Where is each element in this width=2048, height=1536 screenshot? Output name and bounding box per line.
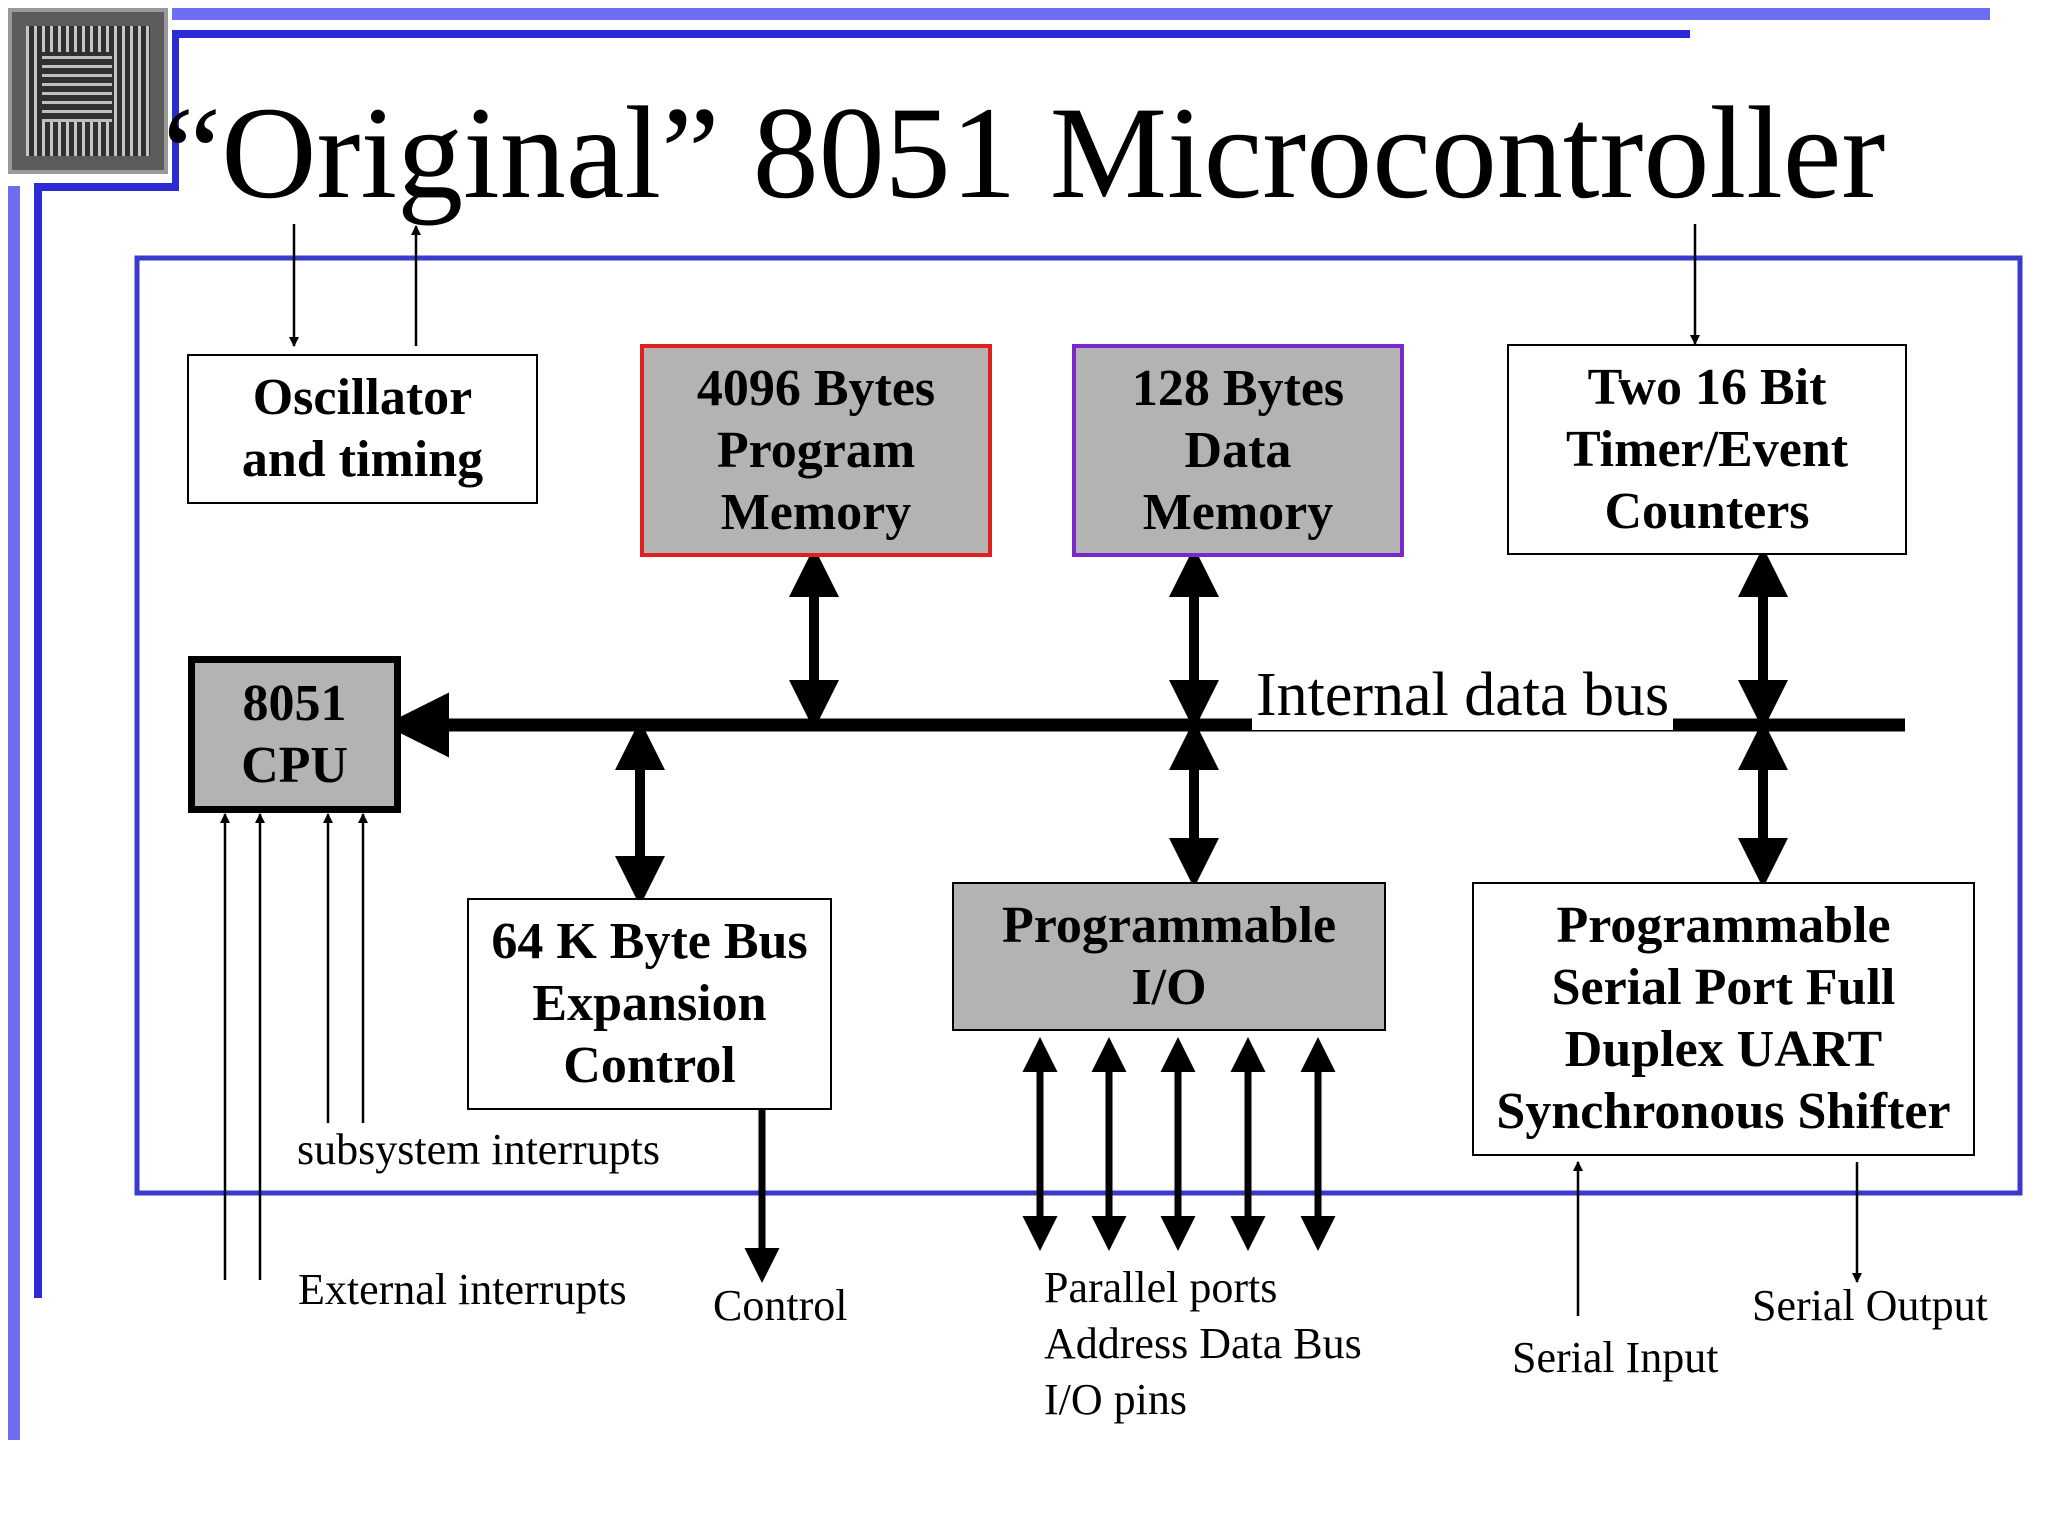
programmable-io-block: Programmable I/O <box>952 882 1386 1031</box>
left-accent-bar-dark <box>34 186 42 1298</box>
title-frame-bottom <box>34 183 179 191</box>
top-accent-bar-light <box>172 8 1990 20</box>
cpu-block: 8051 CPU <box>188 656 401 813</box>
bus-expansion-block: 64 K Byte Bus Expansion Control <box>467 898 832 1110</box>
serial-port-block: Programmable Serial Port Full Duplex UAR… <box>1472 882 1975 1156</box>
parallel-ports-label: Parallel ports Address Data Bus I/O pins <box>1044 1263 1362 1424</box>
external-interrupts-label: External interrupts <box>298 1265 627 1314</box>
title-frame-top <box>172 30 179 190</box>
serial-input-label: Serial Input <box>1512 1333 1719 1382</box>
top-accent-bar-dark <box>172 30 1690 38</box>
oscillator-block: Oscillator and timing <box>187 354 538 504</box>
chip-outline <box>134 255 2023 1196</box>
subsystem-interrupts-label: subsystem interrupts <box>297 1125 660 1174</box>
left-accent-bar-light <box>8 186 20 1440</box>
data-memory-block: 128 Bytes Data Memory <box>1072 344 1404 557</box>
timer-counters-block: Two 16 Bit Timer/Event Counters <box>1507 344 1907 555</box>
program-memory-block: 4096 Bytes Program Memory <box>640 344 992 557</box>
chip-die-icon <box>8 8 168 174</box>
internal-bus-label: Internal data bus <box>1252 660 1674 730</box>
serial-output-label: Serial Output <box>1752 1281 1988 1330</box>
control-label: Control <box>713 1281 848 1330</box>
slide-title: “Original” 8051 Microcontroller <box>162 79 1886 226</box>
